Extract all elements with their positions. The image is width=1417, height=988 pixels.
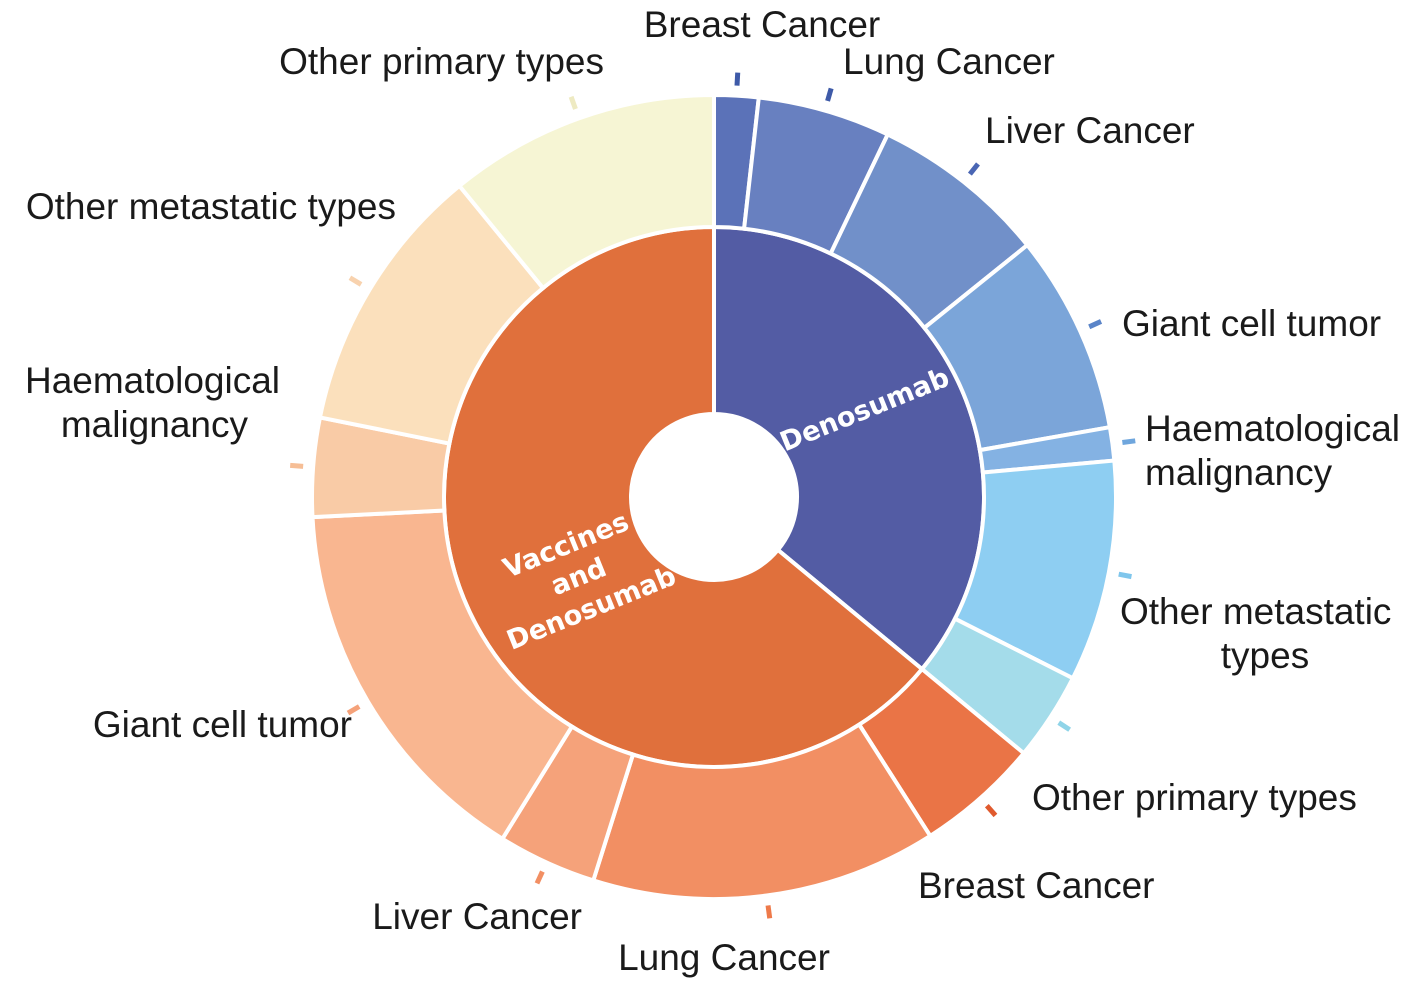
label-tick [534,870,545,885]
outer-label-line: types [1221,635,1309,676]
label-tick [765,905,773,919]
label-tick [984,804,998,818]
outer-label-line: Haematological [1145,408,1400,449]
outer-label-line: Liver Cancer [372,896,582,937]
outer-label-line: Giant cell tumor [93,704,352,745]
label-tick [1057,720,1071,732]
label-tick [734,72,741,86]
label-tick [289,462,304,469]
outer-label-vaccines-and-denosumab-breast-cancer: Breast Cancer [918,865,1155,906]
outer-label-denosumab-lung-cancer: Lung Cancer [843,41,1055,82]
outer-label-line: Breast Cancer [918,865,1155,906]
outer-label-line: Liver Cancer [985,110,1195,151]
label-tick [348,275,363,287]
outer-label-vaccines-and-denosumab-other-primary-types: Other primary types [279,41,604,82]
outer-label-denosumab-breast-cancer: Breast Cancer [644,4,881,45]
outer-label-line: Lung Cancer [618,937,830,978]
label-tick [825,87,834,102]
label-tick [1118,571,1132,580]
outer-label-line: Breast Cancer [644,4,881,45]
label-tick [568,95,578,110]
outer-label-line: Haematological [25,360,280,401]
outer-label-line: Other metastatic types [26,186,396,227]
label-tick [346,704,361,716]
outer-label-vaccines-and-denosumab-liver-cancer: Liver Cancer [372,896,582,937]
outer-label-vaccines-and-denosumab-giant-cell-tumor: Giant cell tumor [93,704,352,745]
label-tick [967,162,980,176]
outer-label-denosumab-liver-cancer: Liver Cancer [985,110,1195,151]
outer-label-line: Other primary types [1032,777,1357,818]
outer-label-line: Giant cell tumor [1122,303,1381,344]
outer-label-vaccines-and-denosumab-lung-cancer: Lung Cancer [618,937,830,978]
label-tick [1088,319,1103,330]
rings [310,92,1118,901]
label-tick [1122,438,1136,445]
outer-label-line: malignancy [61,404,249,445]
outer-label-line: Other primary types [279,41,604,82]
outer-label-vaccines-and-denosumab-other-metastatic-types: Other metastatic types [26,186,396,227]
center-hole [631,414,797,580]
outer-label-denosumab-other-primary-types: Other primary types [1032,777,1357,818]
outer-label-denosumab-giant-cell-tumor: Giant cell tumor [1122,303,1381,344]
outer-wedge-vaccines-and-denosumab-other-primary-types[interactable] [456,92,716,291]
outer-label-line: Lung Cancer [843,41,1055,82]
label-ticks [289,72,1136,919]
outer-label-line: malignancy [1145,452,1333,493]
outer-label-line: Other metastatic [1120,591,1391,632]
